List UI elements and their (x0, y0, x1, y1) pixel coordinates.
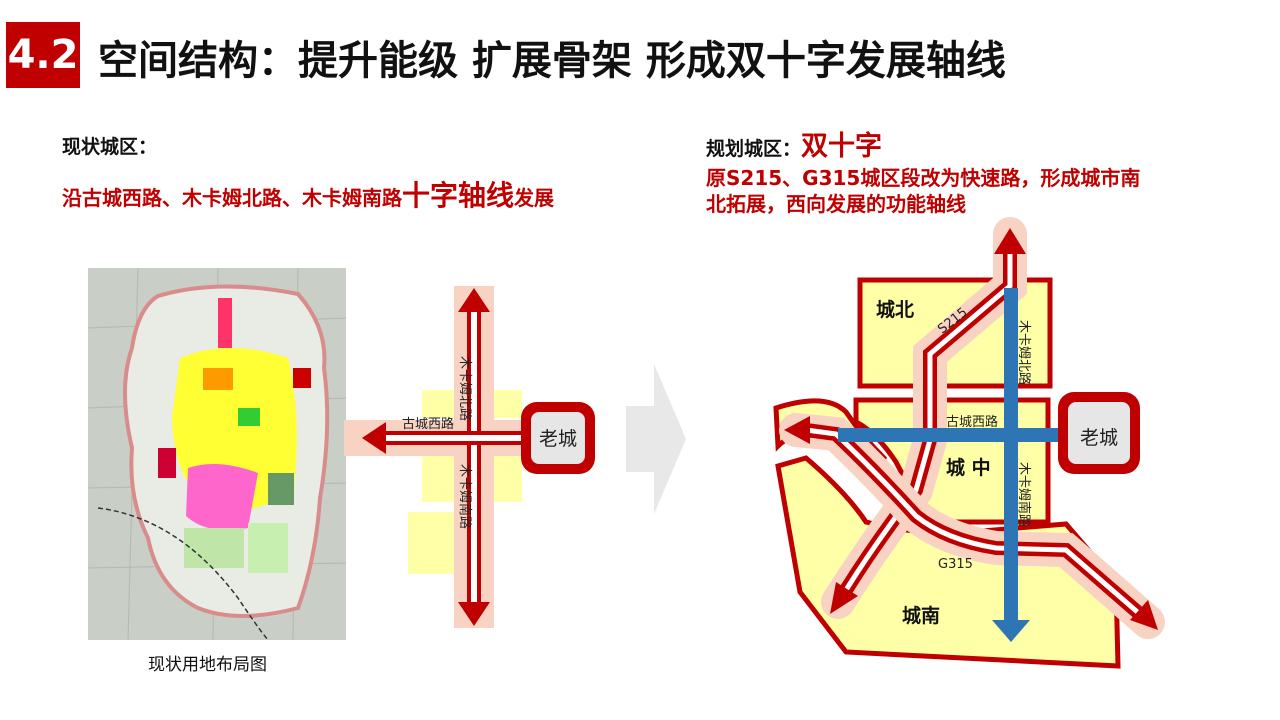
old-city-label: 老城 (1080, 427, 1118, 449)
old-city-box (531, 412, 585, 464)
zone-north-label: 城北 (876, 298, 914, 321)
current-city-heading: 现状城区： (62, 136, 158, 158)
g315-west-arrowhead (784, 416, 810, 444)
zone-block (408, 512, 460, 574)
zone-block (492, 390, 522, 418)
zone-block (492, 447, 522, 502)
map-caption: 现状用地布局图 (148, 655, 267, 675)
description-suffix: 发展 (514, 186, 555, 210)
zone-center-label: 城 中 (946, 456, 991, 479)
blue-axis-arrowhead (992, 620, 1030, 642)
zone-block (422, 447, 460, 502)
planned-description-line2: 北拓展，西向发展的功能轴线 (706, 192, 966, 216)
road-label-north: 木卡姆北路 (1016, 320, 1032, 385)
s215-south-arrowhead (830, 582, 858, 614)
current-axis-diagram: 木卡姆北路 古城西路 木卡姆南路 老城 (344, 286, 595, 628)
planned-heading-label: 规划城区： (706, 138, 802, 160)
description-prefix: 沿古城西路、木卡姆北路、木卡姆南路 (62, 186, 402, 210)
s215-north-arrowhead (994, 228, 1026, 254)
north-south-arrow-core (471, 312, 477, 602)
road-label-south: 木卡姆南路 (1016, 462, 1032, 527)
blue-west-axis (838, 428, 1062, 442)
g315-axis-core (805, 427, 1144, 618)
road-label-north: 木卡姆北路 (457, 356, 473, 421)
description-emphasis: 十字轴线 (402, 179, 515, 212)
zone-block (422, 390, 460, 418)
road-label-west: 古城西路 (402, 416, 454, 432)
planned-description-line1: 原S215、G315城区段改为快速路，形成城市南 (706, 166, 1141, 190)
g315-label: G315 (938, 557, 973, 572)
west-arrow-core (386, 435, 530, 441)
planned-heading-emphasis: 双十字 (801, 131, 883, 162)
blue-north-south-axis (1004, 288, 1018, 628)
g315-south-arrowhead (1130, 600, 1158, 630)
land-use-map (87, 267, 347, 641)
road-label-west: 古城西路 (946, 414, 998, 430)
old-city-box (1068, 402, 1130, 464)
zone-south-label: 城南 (902, 604, 940, 627)
section-number-badge: 4.2 (6, 22, 80, 88)
road-label-south: 木卡姆南路 (457, 464, 473, 529)
land-use-map-graphic (87, 267, 347, 641)
transition-arrow-icon (626, 364, 686, 514)
planned-city-heading: 规划城区：双十字 (706, 124, 882, 163)
current-city-description: 沿古城西路、木卡姆北路、木卡姆南路十字轴线发展 (62, 174, 554, 214)
page-title: 空间结构：提升能级 扩展骨架 形成双十字发展轴线 (98, 38, 1006, 84)
old-city-label: 老城 (539, 428, 577, 450)
planned-axis-diagram: 老城 城北 城 中 城南 S215 G315 古城西路 木卡姆北路 木卡姆南路 (773, 217, 1165, 669)
